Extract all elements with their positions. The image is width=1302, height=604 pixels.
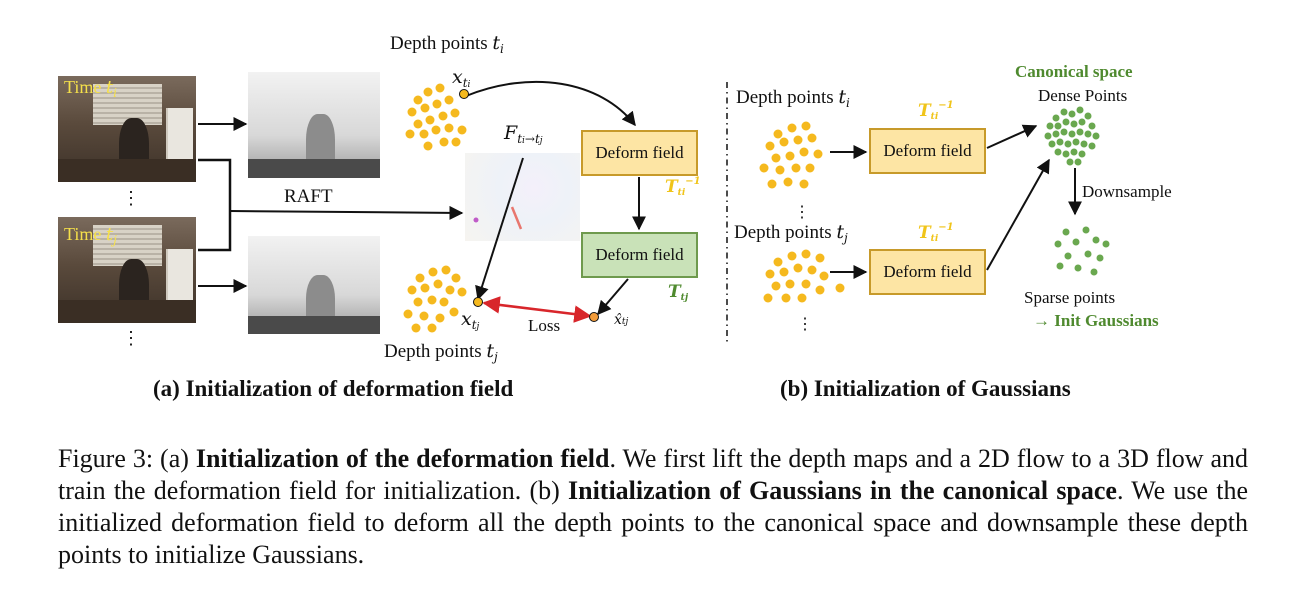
vdots-a1: ⋮	[122, 188, 140, 208]
time-tj-label: Time tj	[64, 224, 117, 247]
caption-bold-1: Initialization of the deformation field	[195, 444, 610, 473]
init-gaussians-label: → Init Gaussians	[1033, 311, 1159, 330]
optical-flow-image	[465, 153, 580, 241]
arrow-b-deform2-to-dense	[986, 158, 1050, 271]
loss-label: Loss	[528, 316, 561, 335]
xtj-point	[473, 297, 483, 307]
depth-points-ti-label: Depth points ti	[390, 32, 504, 56]
loss-arrow	[482, 296, 592, 323]
depth-points-tj-label-b: Depth points tj	[734, 221, 848, 245]
rgb-frame-tj	[58, 217, 196, 323]
depth-map-tj	[248, 236, 380, 334]
sparse-points-label: Sparse points	[1024, 288, 1116, 307]
xhat-point	[589, 312, 599, 322]
x-hat-tj-label: x̂tj	[614, 312, 629, 328]
deform-field-box-b2: Deform field	[869, 249, 986, 295]
point-cloud-ti-a	[405, 83, 467, 151]
deform-field-box-b1: Deform field	[869, 128, 986, 174]
dense-point-cloud	[1044, 106, 1100, 166]
arrow-deform-to-xhat	[597, 278, 629, 316]
figure-caption: Figure 3: (a) Initialization of the defo…	[58, 443, 1248, 571]
deform-field-box-forward: Deform field	[581, 232, 698, 278]
point-cloud-tj-b	[763, 249, 845, 303]
x-tj-label: xtj	[461, 308, 480, 332]
x-ti-label: xti	[452, 66, 471, 90]
point-cloud-tj-a	[403, 265, 467, 333]
t-inverse-label-a: Tti−1	[665, 176, 701, 198]
depth-map-ti	[248, 72, 380, 178]
sparse-point-cloud	[1054, 226, 1110, 276]
raft-label: RAFT	[284, 186, 333, 207]
t-inverse-label-b2: Tti−1	[918, 222, 954, 244]
point-cloud-ti-b	[759, 121, 823, 189]
dense-points-label: Dense Points	[1038, 86, 1128, 105]
time-ti-label: Time ti	[64, 77, 117, 100]
flow-label: Fti→tj	[504, 122, 543, 146]
arrow-raft-to-flow	[229, 205, 464, 220]
bracket-raft	[198, 158, 232, 252]
arrow-xti-to-deform	[465, 80, 636, 127]
caption-text-1: . We first lift the depth maps and a 2D …	[58, 444, 1249, 505]
depth-points-tj-label: Depth points tj	[384, 340, 498, 364]
panel-a-title: (a) Initialization of deformation field	[153, 376, 514, 401]
deform-field-box-inverse: Deform field	[581, 130, 698, 176]
vdots-b1: ⋮	[794, 204, 810, 221]
rgb-frame-ti	[58, 76, 196, 182]
vdots-a2: ⋮	[122, 328, 140, 348]
xti-point	[459, 89, 469, 99]
t-forward-label-a: Ttj	[668, 282, 689, 303]
panel-b-title: (b) Initialization of Gaussians	[780, 376, 1071, 401]
caption-prefix: Figure 3: (a)	[58, 444, 196, 473]
arrow-b-deform1-to-dense	[986, 124, 1038, 149]
t-inverse-label-b1: Tti−1	[918, 100, 954, 122]
downsample-label: Downsample	[1082, 182, 1172, 201]
caption-text-2: . We use the initialized deformation fie…	[58, 476, 1249, 569]
caption-bold-2: Initialization of Gaussians in the canon…	[568, 476, 1117, 505]
canonical-space-label: Canonical space	[1015, 62, 1133, 81]
vdots-b2: ⋮	[797, 316, 813, 333]
depth-points-ti-label-b: Depth points ti	[736, 86, 850, 110]
